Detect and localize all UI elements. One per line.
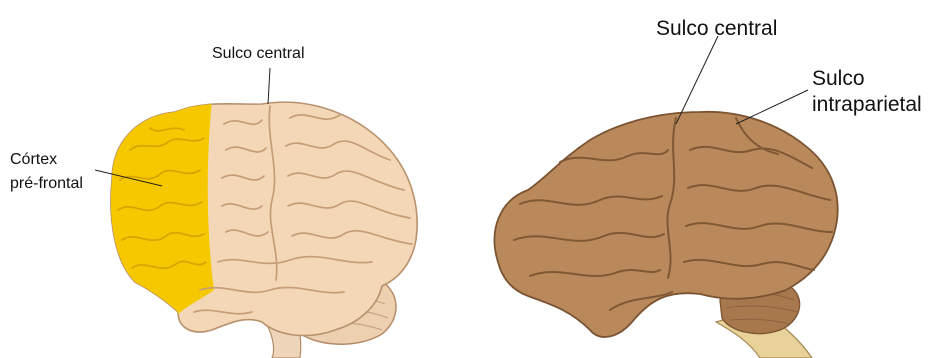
label-left-sulco-central: Sulco central	[212, 44, 305, 64]
label-cortex-line2: pré-frontal	[10, 174, 83, 194]
leader-line-left-central	[268, 68, 270, 104]
leader-line-right-central	[676, 36, 718, 124]
label-cortex-line1: Córtex	[10, 150, 57, 170]
label-right-sulco-central: Sulco central	[656, 16, 777, 41]
label-intraparietal-line2: intraparietal	[812, 92, 922, 117]
leader-line-intraparietal	[736, 90, 808, 124]
label-sulco-line1: Sulco	[812, 66, 865, 91]
human-brain-illustration	[100, 100, 417, 358]
animal-brain-illustration	[495, 112, 838, 358]
